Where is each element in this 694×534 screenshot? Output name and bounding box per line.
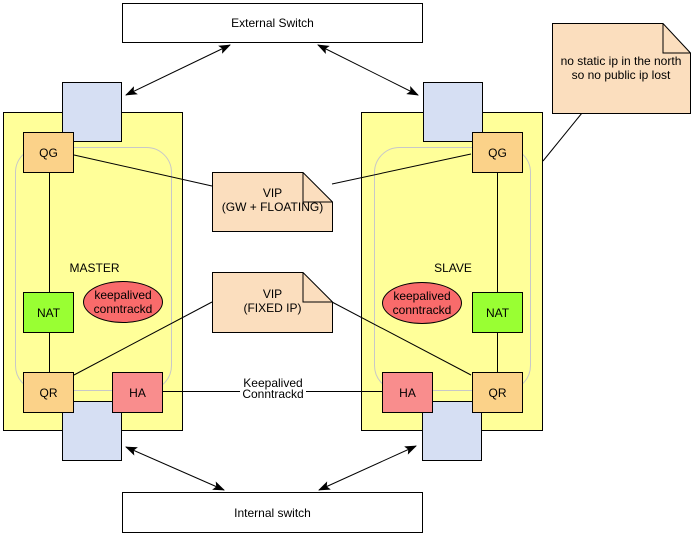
slave-qg-label: QG [488,145,507,160]
master-qr-label: QR [39,385,58,400]
ha-link-label: Keepalived Conntrackd [240,376,306,401]
master-qg-label: QG [39,145,58,160]
internal-switch-node[interactable]: Internal switch [122,492,423,533]
master-daemon-ellipse[interactable]: keepalived conntrackd [83,281,163,323]
vip-fixed-note-text: VIP (FIXED IP) [212,287,333,315]
external-switch-label: External Switch [231,16,314,30]
vip-gw-line2: (GW + FLOATING) [221,200,324,214]
slave-daemon-ellipse[interactable]: keepalived conntrackd [382,282,462,324]
slave-title: SLAVE [434,261,472,275]
slave-qg-node[interactable]: QG [472,132,523,173]
arrow-extswitch-master-port [125,44,231,96]
north-note-text: no static ip in the north so no public i… [552,54,690,82]
slave-daemon-line2: conntrackd [392,303,452,317]
north-note-fold-icon [662,23,691,54]
north-note-line2: so no public ip lost [571,68,671,82]
slave-ha-label: HA [399,385,416,400]
vip-gw-line1: VIP [262,186,283,200]
master-qg-node[interactable]: QG [23,132,74,173]
arrow-intswitch-master-port [125,446,225,491]
master-qr-node[interactable]: QR [23,372,74,413]
ha-link-label-line2: Conntrackd [242,387,304,401]
master-daemon-line1: keepalived [94,288,152,302]
master-title: MASTER [69,261,120,275]
arrow-intswitch-slave-port [318,445,417,491]
internal-switch-label: Internal switch [234,505,311,520]
master-ha-label: HA [129,385,146,400]
slave-ha-node[interactable]: HA [382,372,433,413]
slave-nat-label: NAT [485,305,510,320]
arrow-extswitch-slave-port [317,44,419,96]
external-switch-node[interactable]: External Switch [122,3,423,43]
vip-gw-note-text: VIP (GW + FLOATING) [212,186,333,214]
slave-qr-label: QR [488,385,507,400]
vip-fixed-line1: VIP [262,287,283,301]
edge-slave-north-note [542,112,583,162]
master-nat-label: NAT [36,305,61,320]
ha-link-label-line1: Keepalived [243,376,303,390]
master-ha-node[interactable]: HA [112,372,163,413]
master-daemon-line2: conntrackd [93,302,153,316]
vip-fixed-line2: (FIXED IP) [243,301,302,315]
master-nat-node[interactable]: NAT [23,292,74,333]
slave-nat-node[interactable]: NAT [472,292,523,333]
slave-daemon-line1: keepalived [393,289,451,303]
north-note-line1: no static ip in the north [560,54,682,68]
slave-qr-node[interactable]: QR [472,372,523,413]
master-external-port[interactable] [62,82,122,142]
